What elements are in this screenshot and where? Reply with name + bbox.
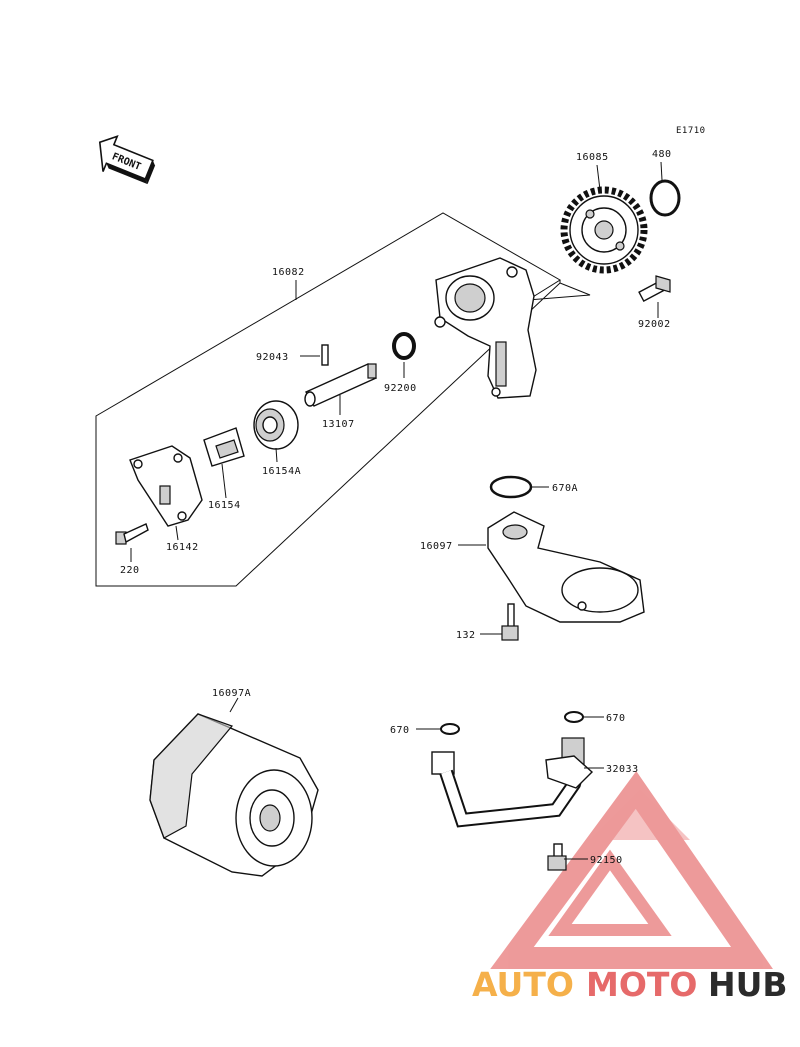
watermark-logo: [490, 771, 773, 969]
inner-rotor: [203, 427, 245, 467]
o-ring-670-left: [440, 723, 460, 735]
o-ring-670a: [489, 475, 533, 499]
label-92002: 92002: [638, 319, 671, 330]
bolt-92150: [547, 843, 567, 871]
oil-pump-body: [434, 257, 537, 399]
watermark-auto: AUTO: [472, 965, 574, 1004]
label-16097a: 16097A: [212, 688, 251, 699]
label-92150: 92150: [590, 855, 623, 866]
label-16097: 16097: [420, 541, 453, 552]
label-670a: 670A: [552, 483, 578, 494]
oil-pump-sprocket: [560, 186, 648, 274]
watermark-moto: MOTO: [586, 965, 697, 1004]
label-92043: 92043: [256, 352, 289, 363]
label-92200: 92200: [384, 383, 417, 394]
bolt-92002: [638, 275, 671, 302]
label-16082: 16082: [272, 267, 305, 278]
label-16085: 16085: [576, 152, 609, 163]
circlip: [649, 179, 681, 217]
label-132: 132: [456, 630, 476, 641]
assembly-bracket: [95, 212, 591, 587]
label-16142: 16142: [166, 542, 199, 553]
oil-strainer: [487, 511, 645, 623]
diagram-code: E1710: [676, 126, 706, 136]
label-480: 480: [652, 149, 672, 160]
watermark-text: AUTO MOTO HUB: [472, 965, 788, 1004]
o-ring-670-right: [564, 711, 584, 723]
oil-pipe: [431, 737, 594, 828]
outer-rotor: [253, 400, 299, 450]
watermark-hub: HUB: [708, 965, 788, 1004]
front-arrow-icon: FRONT: [98, 135, 156, 185]
label-13107: 13107: [322, 419, 355, 430]
label-16154: 16154: [208, 500, 241, 511]
label-32033: 32033: [606, 764, 639, 775]
label-16154a: 16154A: [262, 466, 301, 477]
pin: [321, 344, 329, 366]
pump-cover: [129, 445, 203, 527]
bolt-132: [501, 603, 519, 641]
bolt-220: [115, 523, 149, 545]
pump-shaft: [304, 363, 377, 407]
oil-filter: [149, 713, 319, 877]
label-670-left: 670: [390, 725, 410, 736]
label-670-right: 670: [606, 713, 626, 724]
washer: [392, 332, 416, 360]
label-220: 220: [120, 565, 140, 576]
